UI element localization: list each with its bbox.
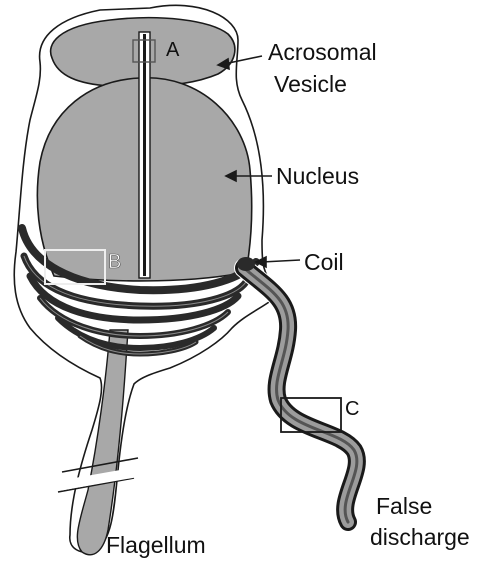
label-coil: Coil xyxy=(304,249,344,275)
coil-exit-cap xyxy=(237,257,255,271)
false-discharge-tube-fill xyxy=(244,268,357,522)
label-flagellum: Flagellum xyxy=(106,532,206,558)
box-c-label: C xyxy=(345,398,359,420)
label-acrosomal-line1: Acrosomal xyxy=(268,39,377,65)
label-false-line2: discharge xyxy=(370,524,470,550)
false-discharge-tube-outline xyxy=(244,268,357,522)
box-b-label: B xyxy=(108,251,121,273)
false-discharge-tube-edge xyxy=(244,268,357,522)
box-a-label: A xyxy=(166,39,180,61)
flagellum-shape xyxy=(77,330,128,555)
label-nucleus: Nucleus xyxy=(276,163,359,189)
arrow-coil xyxy=(262,260,300,262)
label-false-line1: False xyxy=(376,493,432,519)
false-discharge-tube-core xyxy=(244,268,357,522)
label-acrosomal-line2: Vesicle xyxy=(274,71,347,97)
